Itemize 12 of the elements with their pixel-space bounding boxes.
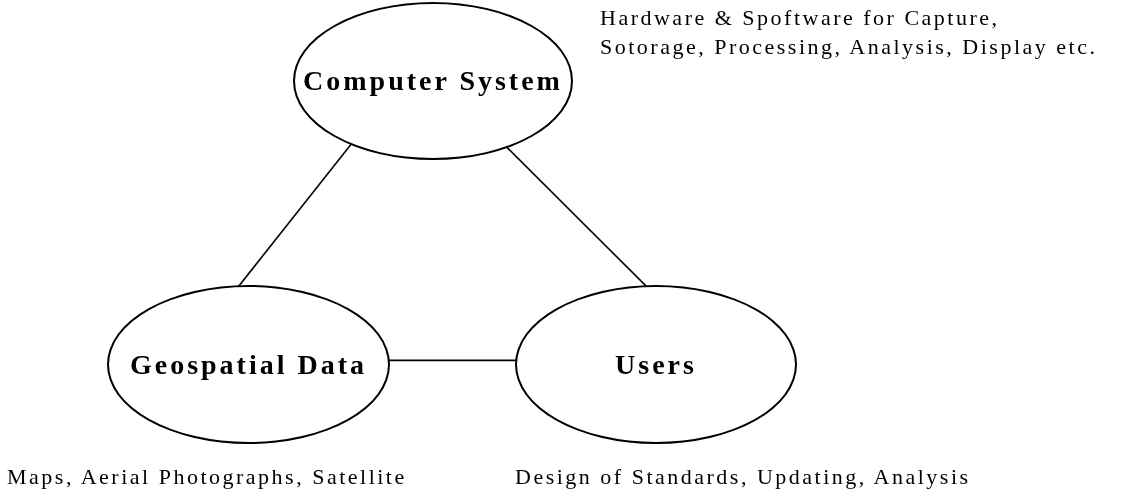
description-text: Design of Standards, Updating, Analysis: [515, 464, 972, 490]
node-label: Geospatial Data: [129, 348, 368, 381]
connector-line: [505, 146, 648, 287]
description-text: Maps, Aerial Photographs, Satellite: [7, 464, 408, 490]
description-text: Hardware & Spoftware for Capture, Sotorage, Processing, Analysis, Display etc.: [600, 4, 1099, 61]
ellipse-node: [107, 285, 390, 444]
connector-line: [237, 143, 353, 287]
ellipse-node: [515, 285, 797, 444]
node-label: Users: [615, 348, 697, 381]
ellipse-node: [293, 2, 573, 160]
node-label: Computer System: [303, 65, 563, 97]
connector-line: [388, 359, 517, 362]
